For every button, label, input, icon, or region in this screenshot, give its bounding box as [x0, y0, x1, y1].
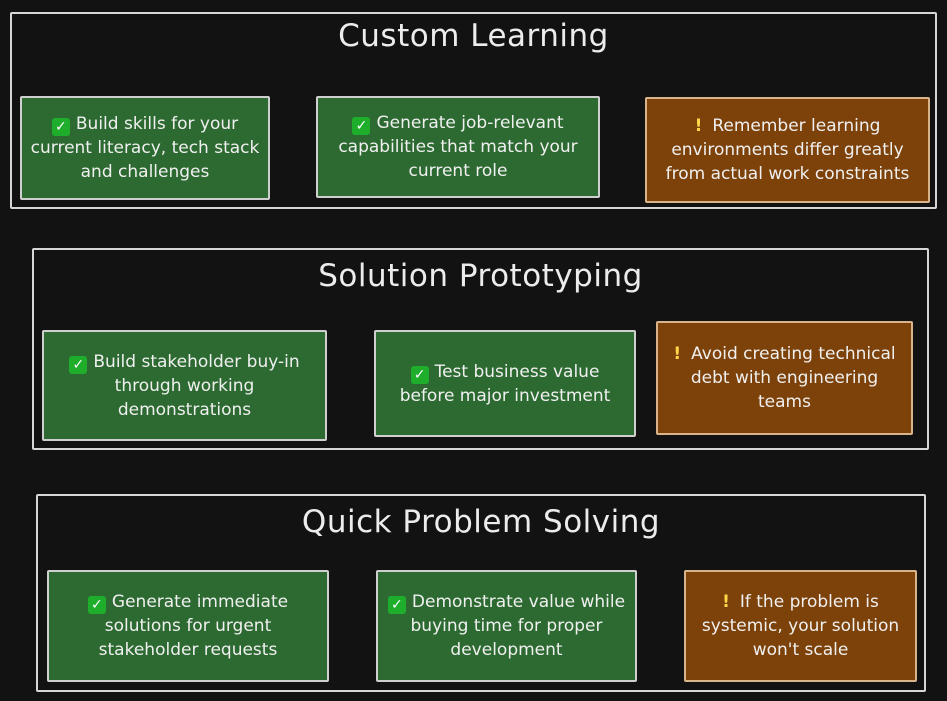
- check-icon: ✓: [352, 117, 371, 135]
- card-text: Remember learning environments differ gr…: [665, 116, 910, 184]
- check-icon: ✓: [87, 596, 106, 614]
- pro-card: ✓Generate job-relevant capabilities that…: [316, 96, 600, 198]
- section-solution-prototyping: Solution Prototyping: [32, 248, 929, 450]
- pro-card: ✓Test business value before major invest…: [374, 330, 636, 437]
- check-icon: ✓: [51, 118, 70, 136]
- check-icon: ✓: [387, 596, 406, 614]
- card-text: Avoid creating technical debt with engin…: [690, 344, 896, 412]
- card-text: Generate immediate solutions for urgent …: [98, 592, 289, 660]
- section-quick-problem-solving: Quick Problem Solving: [36, 494, 926, 692]
- section-title: Quick Problem Solving: [301, 504, 661, 540]
- warning-icon: !: [722, 592, 730, 612]
- card-text: Build skills for your current literacy, …: [30, 114, 260, 182]
- warning-icon: !: [694, 116, 703, 136]
- card-text: Test business value before major investm…: [399, 361, 611, 406]
- pro-card: ✓Build skills for your current literacy,…: [20, 96, 270, 200]
- con-card: !Remember learning environments differ g…: [645, 97, 930, 203]
- pro-card: ✓Demonstrate value while buying time for…: [376, 570, 637, 682]
- section-title: Solution Prototyping: [318, 258, 643, 294]
- check-icon: ✓: [69, 355, 88, 374]
- section-title: Custom Learning: [338, 18, 609, 54]
- card-text: If the problem is systemic, your solutio…: [701, 592, 900, 660]
- check-icon: ✓: [410, 365, 429, 384]
- pro-card: ✓Generate immediate solutions for urgent…: [47, 570, 329, 682]
- con-card: !If the problem is systemic, your soluti…: [684, 570, 917, 682]
- section-custom-learning: Custom Learning: [10, 12, 937, 209]
- con-card: ! Avoid creating technical debt with engi…: [656, 321, 913, 435]
- card-text: Demonstrate value while buying time for …: [410, 592, 626, 660]
- pro-card: ✓ Build stakeholder buy-in through workin…: [42, 330, 327, 441]
- card-text: Build stakeholder buy-in through working…: [93, 351, 300, 420]
- card-text: Generate job-relevant capabilities that …: [338, 113, 578, 181]
- warning-icon: !: [673, 344, 682, 364]
